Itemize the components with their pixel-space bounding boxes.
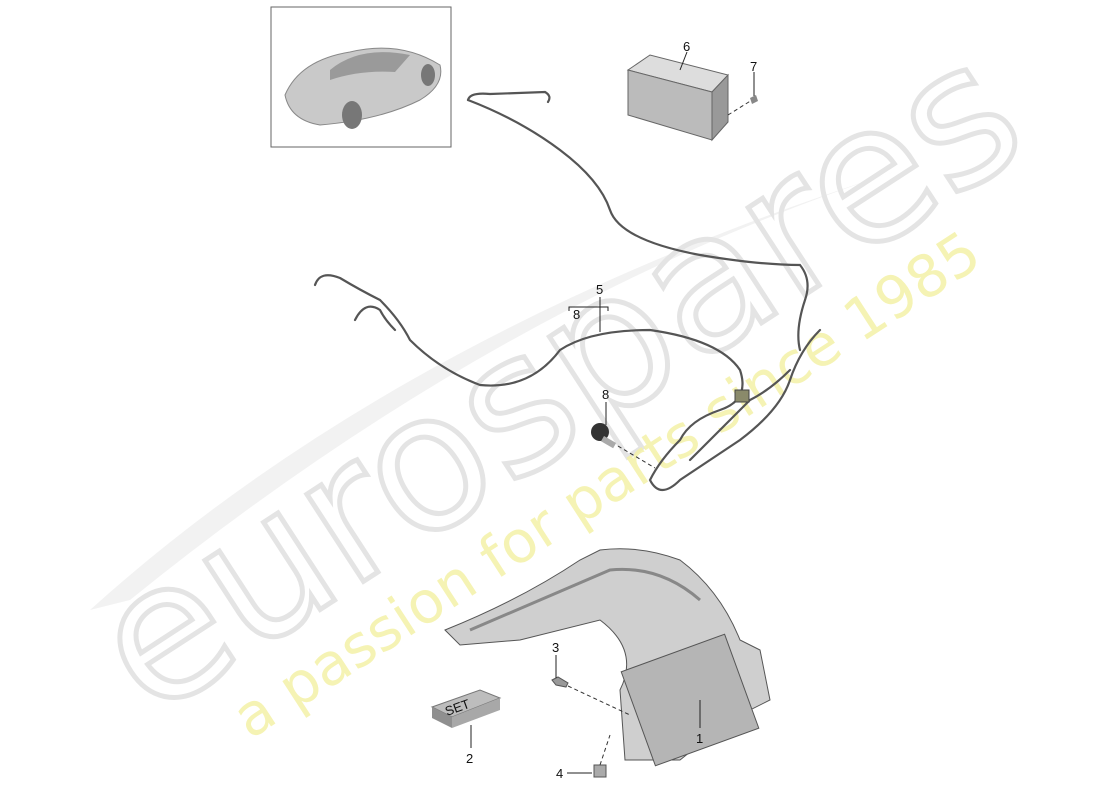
callouts: 6 7 5 8 8 3 2 4 1	[466, 39, 757, 781]
car-thumbnail	[270, 6, 452, 148]
part-2-set-box: SET	[430, 689, 502, 728]
part-6-control-unit	[626, 54, 758, 142]
callout-7: 7	[750, 59, 757, 74]
part-5-wiring-harness	[313, 90, 822, 492]
part-4-nut	[593, 764, 607, 778]
callout-5-sub-8: 8	[573, 307, 580, 322]
part-3-screw	[551, 676, 569, 688]
callout-5: 5	[596, 282, 603, 297]
callout-6: 6	[683, 39, 690, 54]
watermark-swoosh	[90, 170, 900, 610]
part-1-frame	[444, 548, 771, 767]
callout-1: 1	[696, 731, 703, 746]
callout-3: 3	[552, 640, 559, 655]
part-7-screw	[750, 95, 758, 104]
part-8-connector	[591, 423, 656, 469]
callout-2: 2	[466, 751, 473, 766]
callout-8: 8	[602, 387, 609, 402]
callout-4: 4	[556, 766, 563, 781]
